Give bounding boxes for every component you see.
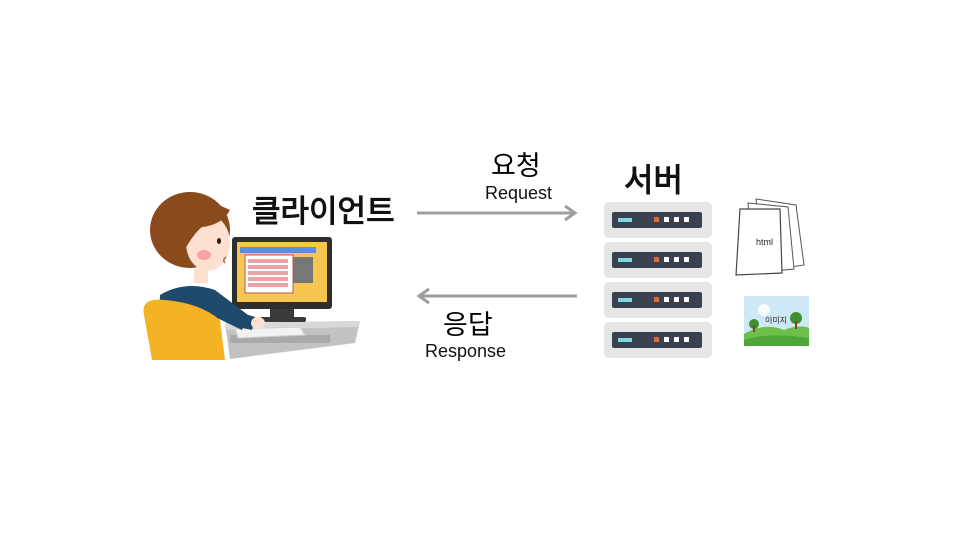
monitor-icon: [232, 237, 332, 322]
request-label-ko: 요청: [491, 151, 541, 182]
response-arrow: [416, 287, 577, 305]
request-label-en: Request: [485, 183, 553, 203]
response-label-ko: 응답: [443, 310, 493, 341]
response-label-en: Response: [425, 341, 507, 361]
html-file-label: html: [756, 237, 774, 247]
image-file-label: 이미지: [765, 316, 788, 325]
client-illustration: [143, 192, 360, 360]
request-arrow: [417, 204, 578, 222]
server-rack-icon: [604, 202, 712, 358]
document-stack-icon: [735, 198, 805, 276]
server-label: 서버: [624, 161, 683, 199]
landscape-image-icon: [744, 296, 809, 346]
chair-icon: [143, 299, 225, 360]
person-icon: [143, 192, 265, 360]
client-label: 클라이언트: [252, 194, 395, 230]
